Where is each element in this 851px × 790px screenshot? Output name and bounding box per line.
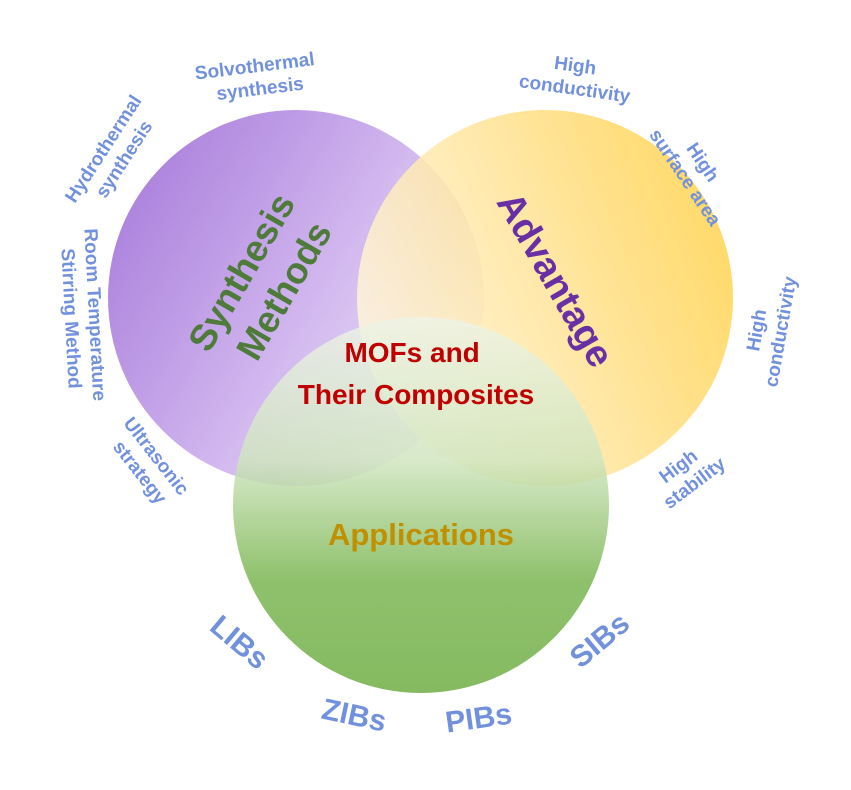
center-title: MOFs and Their Composites: [298, 337, 534, 410]
synthesis-method-label: Solvothermal synthesis: [194, 48, 324, 107]
applications-circle: [233, 317, 609, 693]
application-label-sibs: SIBs: [564, 607, 636, 675]
application-label-libs: LIBs: [204, 609, 275, 676]
application-label-pibs: PIBs: [443, 698, 514, 740]
applications-title: Applications: [328, 517, 514, 552]
synthesis-method-label: Room Temperature Stirring Method: [55, 228, 109, 408]
advantage-label: High conductivity: [738, 270, 802, 388]
application-label-zibs: ZIBs: [319, 693, 389, 739]
advantage-label: High conductivity: [518, 48, 635, 107]
